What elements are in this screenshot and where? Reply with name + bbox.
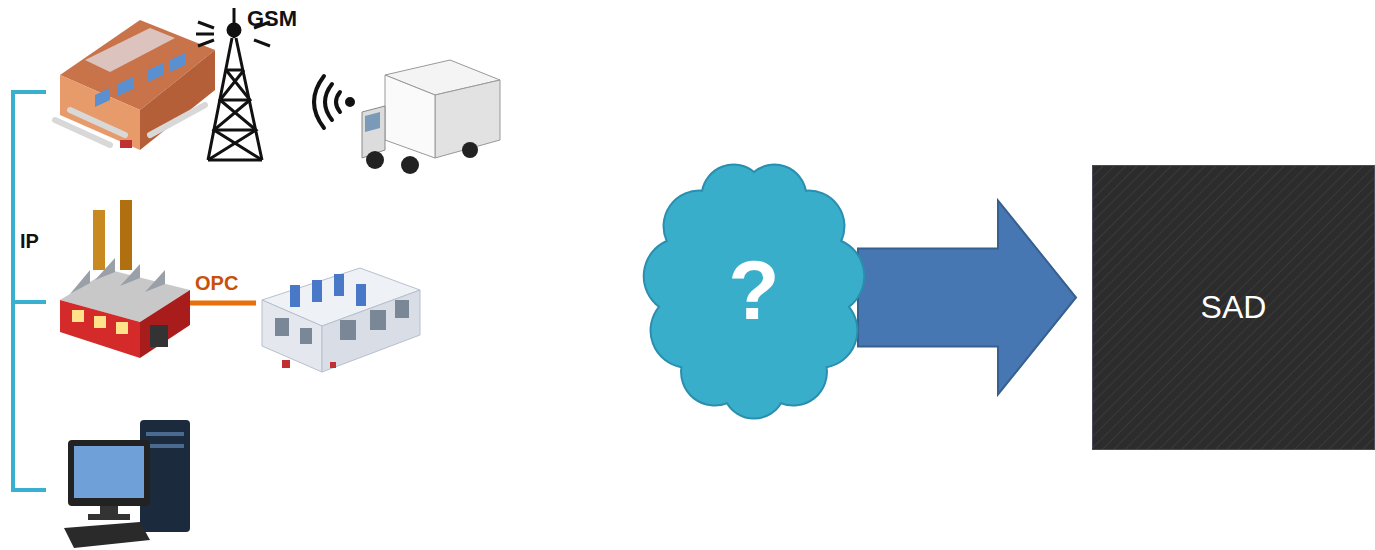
ip-bracket	[13, 92, 46, 490]
network-label: IP	[20, 230, 39, 253]
box-title: SAD	[1201, 289, 1267, 326]
cloud-node: ?	[636, 150, 872, 430]
system-box: SAD	[1092, 165, 1375, 450]
opc-link	[190, 301, 256, 306]
plant-illustration	[262, 268, 420, 372]
cloud-text: ?	[728, 242, 779, 339]
protocol-label: OPC	[195, 272, 238, 295]
truck-icon	[362, 60, 500, 174]
factory-icon	[60, 200, 190, 358]
warehouse-icon	[55, 20, 215, 150]
network-label: GSM	[247, 6, 297, 32]
computer-icon	[64, 420, 190, 548]
wireless-signal	[314, 76, 353, 128]
block-arrow	[858, 201, 1076, 395]
